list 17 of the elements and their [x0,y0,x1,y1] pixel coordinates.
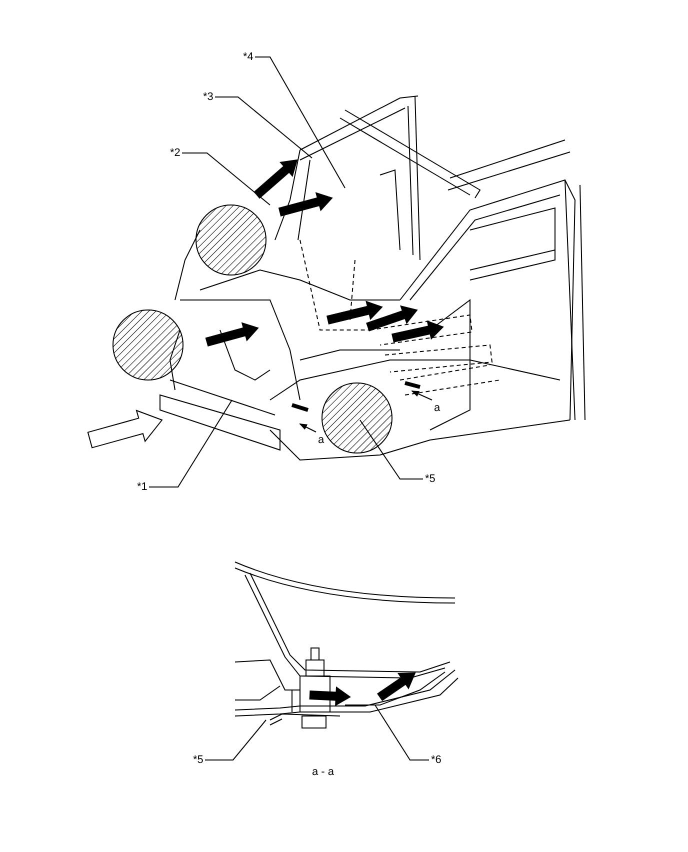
leader-line [374,704,430,760]
callout-number: *1 [137,481,148,493]
callout-number: *4 [243,51,254,63]
callout-number: *2 [170,147,180,159]
leader-line [360,420,424,480]
section-label: a [434,402,440,414]
section-label: a [318,434,324,446]
callout-number: *5 [425,473,436,485]
leader-line [148,400,232,488]
callout-number: *5 [193,754,204,766]
leader-line [214,96,312,158]
leader-line [204,720,266,760]
callout-number: *6 [431,754,442,766]
leader-line [182,152,270,206]
section-title: a - a [312,766,334,778]
leader-line [254,56,346,188]
callout-number: *3 [203,91,214,103]
